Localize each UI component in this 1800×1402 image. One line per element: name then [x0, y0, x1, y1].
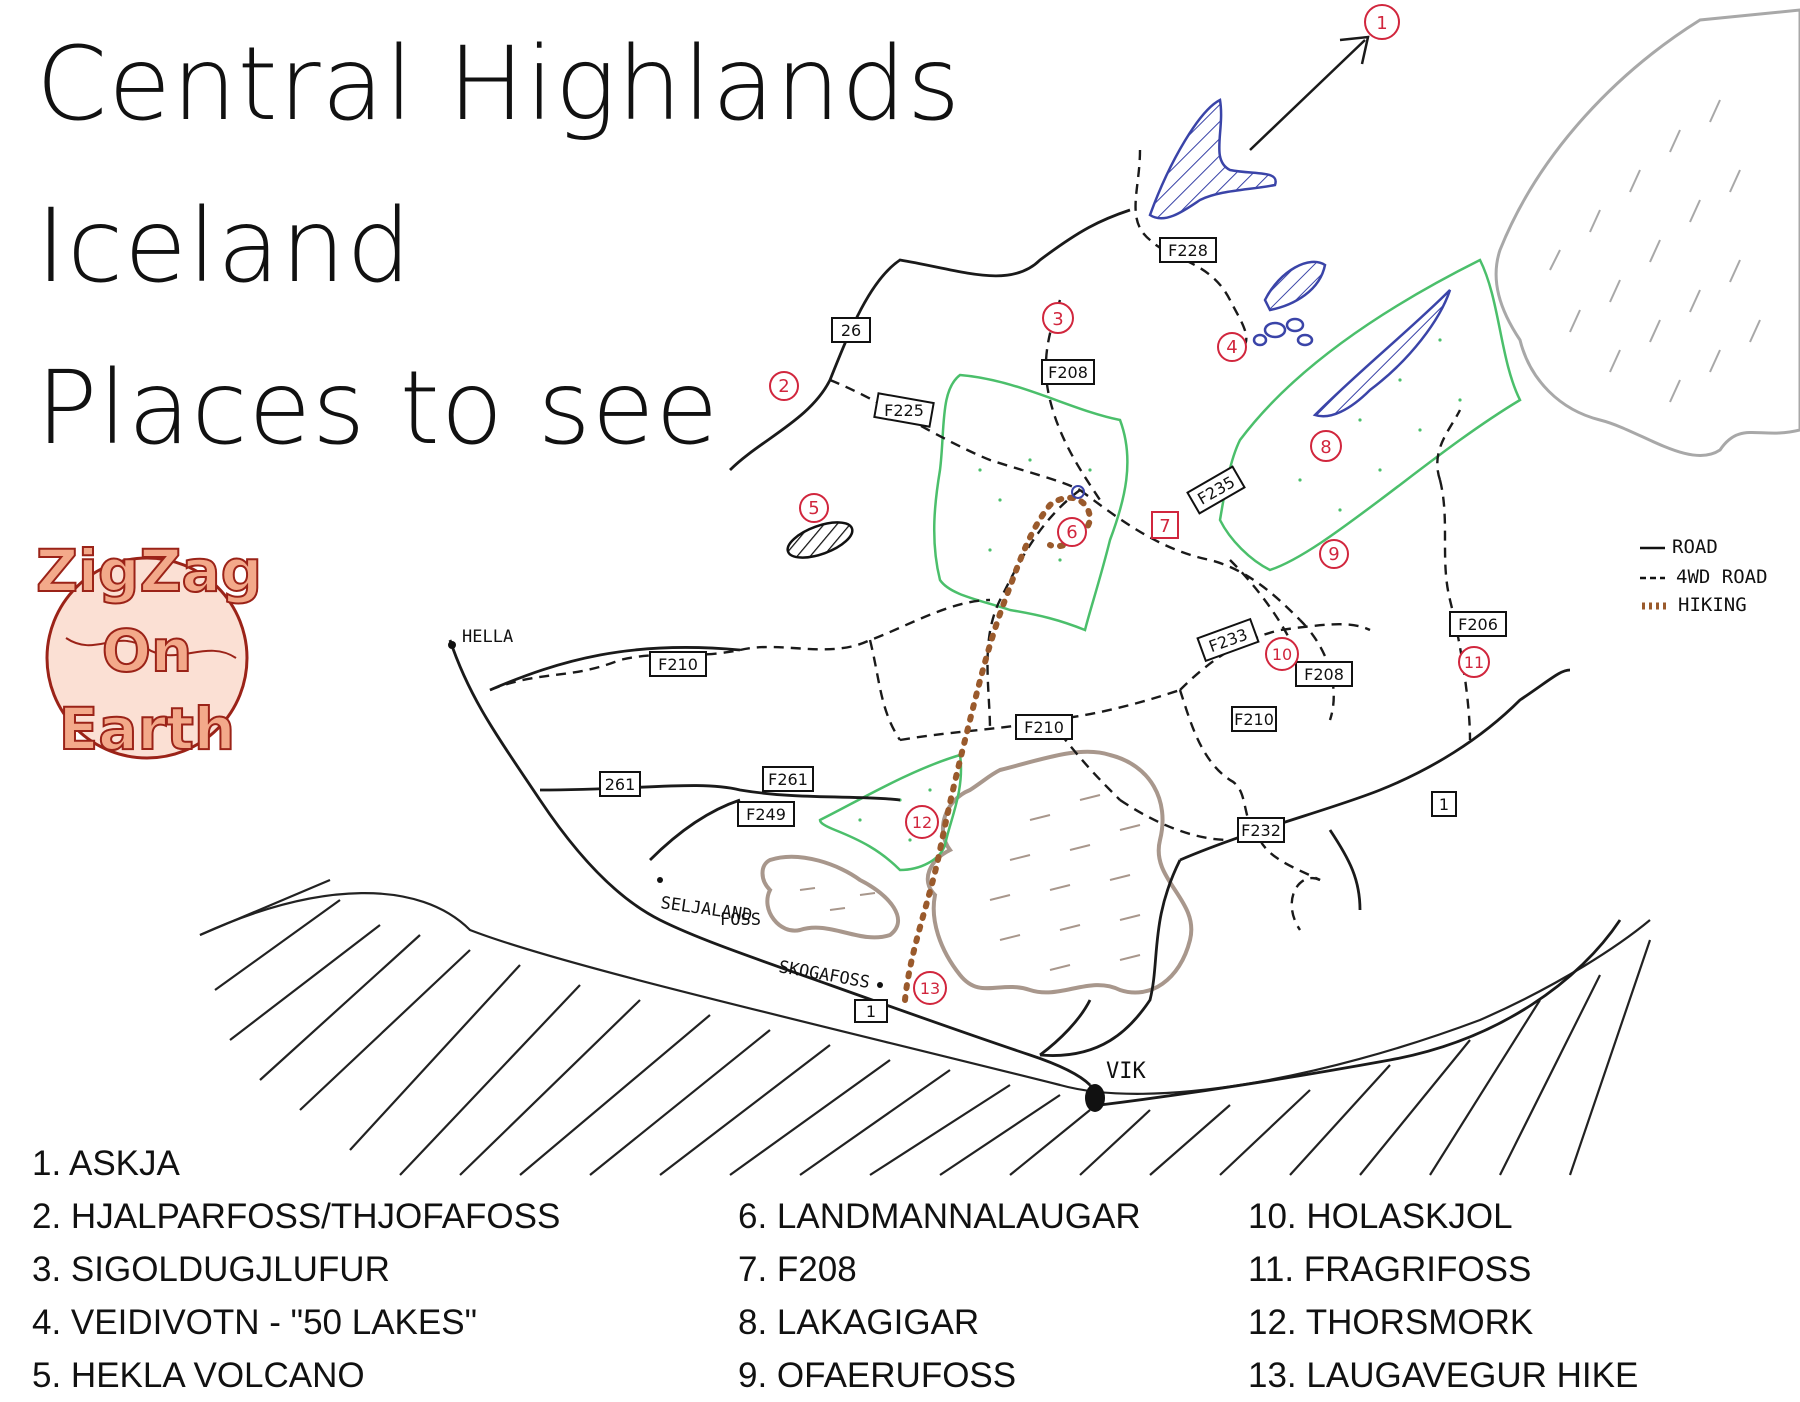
map-key-symbols: [1640, 546, 1668, 610]
town-vik: VIK: [1106, 1059, 1146, 1084]
marker-6: 6: [1066, 522, 1077, 543]
glacier-vatnajokull: [1494, 8, 1800, 457]
road-label-f261: F261: [768, 770, 808, 789]
logo-globe-icon: [45, 556, 249, 760]
place-item: 6. LANDMANNALAUGAR: [738, 1197, 1141, 1236]
marker-11: 11: [1464, 653, 1484, 672]
zigzag-logo: ZigZag On Earth: [35, 537, 263, 766]
town-skogafoss: SKOGAFOSS: [777, 957, 871, 993]
place-markers: 1 2 3 4 5 6 7 8 9 10 11 12 13: [769, 4, 1490, 1005]
marker-12: 12: [912, 813, 932, 832]
place-item: 8. LAKAGIGAR: [738, 1303, 980, 1342]
glacier-hatching: [799, 794, 1141, 971]
hekla-volcano-shape: [786, 521, 854, 559]
town-hella: HELLA: [462, 627, 513, 647]
key-road-label: ROAD: [1672, 536, 1718, 558]
place-item: 3. SIGOLDUGJLUFUR: [32, 1250, 390, 1289]
logo-text-zigzag: ZigZag: [35, 537, 263, 605]
road-label-26: 26: [841, 321, 861, 340]
road-label-f232: F232: [1241, 821, 1281, 840]
place-item: 12. THORSMORK: [1248, 1303, 1534, 1342]
place-item: 4. VEIDIVOTN - "50 LAKES": [32, 1303, 478, 1342]
marker-7: 7: [1159, 516, 1170, 537]
askja-arrow: [1249, 35, 1370, 151]
green-areas: [818, 258, 1522, 872]
marker-2: 2: [778, 376, 789, 397]
place-item: 9. OFAERUFOSS: [738, 1356, 1017, 1395]
marker-13: 13: [920, 979, 940, 998]
road-label-261: 261: [605, 775, 636, 794]
marker-9: 9: [1328, 544, 1339, 565]
road-labels: 26 F225 F208 F228 F235 F210 F210 F233 F2…: [599, 237, 1507, 1023]
road-label-f208-south: F208: [1304, 665, 1344, 684]
town-dots: [448, 641, 1105, 1112]
town-seljaland-foss: FOSS: [720, 910, 761, 930]
ocean-hatching: [199, 878, 1652, 1176]
places-list-col2: 6. LANDMANNALAUGAR 7. F208 8. LAKAGIGAR …: [738, 1190, 1141, 1402]
landmannalaugar-hut-icon: [1071, 485, 1085, 499]
key-4wd-label: 4WD ROAD: [1676, 566, 1768, 588]
lakes: [1148, 98, 1452, 418]
marker-8: 8: [1320, 437, 1331, 458]
marker-3: 3: [1052, 309, 1063, 330]
hiking-trail: [902, 494, 1094, 1003]
key-hiking-label: HIKING: [1678, 594, 1747, 616]
road-label-f249: F249: [746, 805, 786, 824]
marker-4: 4: [1226, 337, 1237, 358]
road-label-1-east: 1: [1439, 795, 1449, 814]
road-label-f210-east: F210: [1234, 710, 1274, 729]
road-label-f208-north: F208: [1048, 363, 1088, 382]
green-dots: [858, 338, 1462, 842]
place-item: 7. F208: [738, 1250, 857, 1289]
place-item: 13. LAUGAVEGUR HIKE: [1248, 1356, 1639, 1395]
town-labels: HELLA SELJALAND FOSS SKOGAFOSS VIK: [462, 627, 1146, 1084]
road-label-f210-west: F210: [658, 655, 698, 674]
place-item: 2. HJALPARFOSS/THJOFAFOSS: [32, 1197, 561, 1236]
place-item: 5. HEKLA VOLCANO: [32, 1356, 365, 1395]
marker-10: 10: [1272, 645, 1292, 664]
title-line-1: Central Highlands: [36, 25, 962, 144]
place-item: 11. FRAGRIFOSS: [1248, 1250, 1532, 1289]
logo-text-on: On: [101, 617, 194, 685]
marker-5: 5: [808, 498, 819, 519]
place-item: 10. HOLASKJOL: [1248, 1197, 1513, 1236]
road-label-f228: F228: [1168, 241, 1208, 260]
places-list-col1: 1. ASKJA 2. HJALPARFOSS/THJOFAFOSS 3. SI…: [32, 1137, 560, 1402]
road-label-f206: F206: [1458, 615, 1498, 634]
places-list-col3: 10. HOLASKJOL 11. FRAGRIFOSS 12. THORSMO…: [1248, 1190, 1638, 1402]
marker-1: 1: [1376, 13, 1387, 34]
title-line-3: Places to see: [36, 349, 720, 468]
road-label-f225: F225: [884, 401, 924, 420]
title-line-2: Iceland: [36, 187, 413, 306]
glacier-myrdalsjokull: [760, 749, 1194, 995]
place-item: 1. ASKJA: [32, 1144, 180, 1183]
logo-text-earth: Earth: [58, 695, 236, 763]
road-label-1-south: 1: [866, 1002, 876, 1021]
road-label-f210-central: F210: [1024, 718, 1064, 737]
